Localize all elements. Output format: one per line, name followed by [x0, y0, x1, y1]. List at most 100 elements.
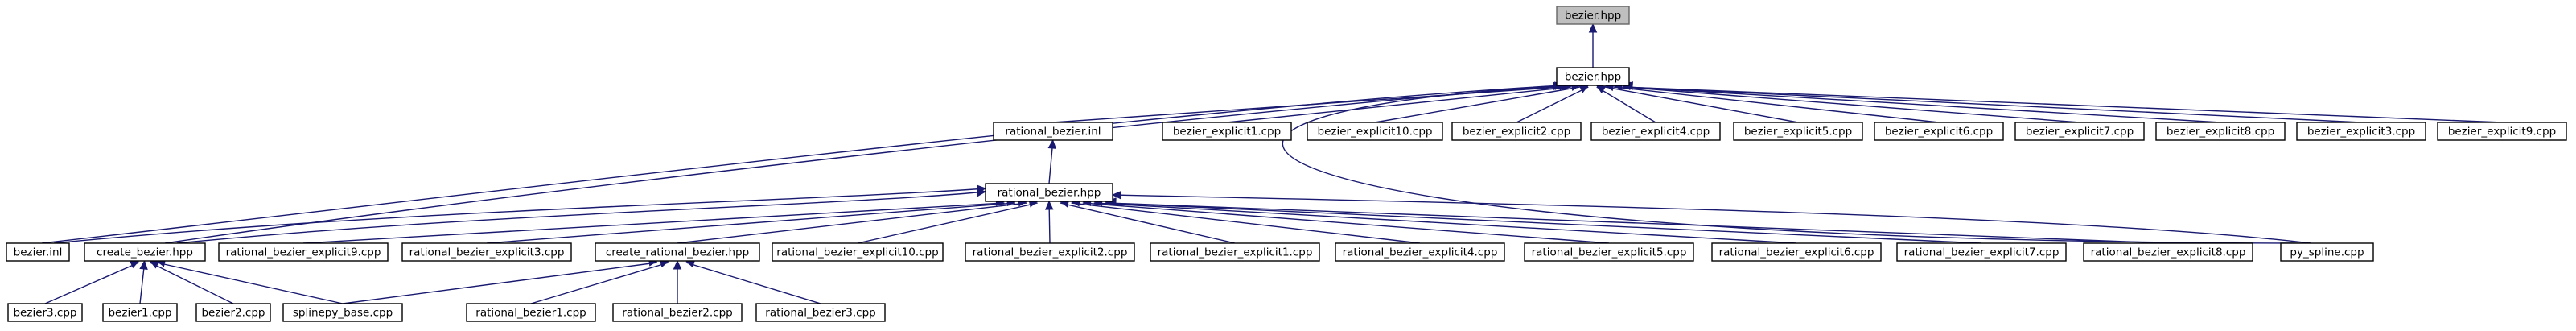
node-label: rational_bezier2.cpp: [622, 307, 732, 320]
node-label: bezier.hpp: [1565, 10, 1621, 23]
node-box: [2014, 122, 2145, 141]
arrow-head-icon: [129, 260, 140, 269]
arrow-head-icon: [1044, 200, 1054, 210]
node-label: bezier_explicit3.cpp: [2307, 126, 2415, 139]
node-label: rational_bezier_explicit9.cpp: [226, 246, 381, 259]
node-box: [2296, 122, 2426, 141]
dependency-edge: [857, 202, 1038, 244]
node-box: [1307, 122, 1443, 141]
file-node[interactable]: rational_bezier_explicit9.cpp: [218, 242, 389, 262]
file-node[interactable]: rational_bezier_explicit4.cpp: [1335, 242, 1505, 262]
node-label: splinepy_base.cpp: [293, 307, 393, 320]
dependency-edge: [176, 191, 986, 244]
node-box: [218, 242, 389, 262]
file-node[interactable]: bezier_explicit2.cpp: [1451, 122, 1582, 141]
node-box: [2155, 122, 2286, 141]
node-box: [6, 242, 70, 262]
node-label: bezier2.cpp: [201, 307, 265, 320]
dependency-edge: [486, 202, 1016, 244]
node-box: [1711, 242, 1882, 262]
file-node[interactable]: bezier.hpp: [1556, 67, 1630, 86]
node-label: rational_bezier_explicit2.cpp: [973, 246, 1128, 259]
node-box: [2437, 122, 2567, 141]
file-node[interactable]: rational_bezier2.cpp: [612, 303, 743, 322]
dependency-edge: [1516, 86, 1589, 123]
arrow-head-icon: [673, 259, 682, 270]
file-node[interactable]: bezier_explicit6.cpp: [1874, 122, 2004, 141]
dependency-edge: [1596, 86, 1656, 123]
node-box: [1556, 67, 1630, 86]
node-box: [1524, 242, 1694, 262]
dependency-edge: [342, 262, 658, 304]
node-label: bezier_explicit1.cpp: [1173, 126, 1281, 139]
node-box: [1335, 242, 1505, 262]
node-box: [1556, 6, 1630, 25]
file-node[interactable]: bezier_explicit9.cpp: [2437, 122, 2567, 141]
file-node[interactable]: py_spline.cpp: [2280, 242, 2374, 262]
dependency-edge: [685, 262, 821, 304]
file-node[interactable]: bezier3.cpp: [7, 303, 83, 322]
file-node[interactable]: rational_bezier_explicit3.cpp: [401, 242, 572, 262]
node-label: bezier_explicit9.cpp: [2448, 126, 2556, 139]
node-label: py_spline.cpp: [2290, 246, 2364, 259]
file-node[interactable]: bezier_explicit5.cpp: [1733, 122, 1863, 141]
file-node[interactable]: rational_bezier_explicit10.cpp: [772, 242, 944, 262]
node-box: [1451, 122, 1582, 141]
file-node[interactable]: bezier_explicit1.cpp: [1162, 122, 1292, 141]
node-label: bezier_explicit10.cpp: [1318, 126, 1433, 139]
dependency-edge: [1623, 86, 2503, 123]
node-box: [985, 183, 1113, 202]
file-node[interactable]: rational_bezier_explicit8.cpp: [2083, 242, 2253, 262]
dependency-edge: [677, 202, 1027, 244]
node-label: bezier.inl: [14, 246, 63, 259]
file-node[interactable]: bezier_explicit3.cpp: [2296, 122, 2426, 141]
dependency-edge: [44, 262, 139, 304]
file-node[interactable]: splinepy_base.cpp: [282, 303, 403, 322]
file-node[interactable]: rational_bezier.inl: [993, 122, 1113, 141]
node-label: rational_bezier_explicit8.cpp: [2091, 246, 2246, 259]
node-box: [755, 303, 886, 322]
node-box: [282, 303, 403, 322]
arrow-head-icon: [1595, 85, 1607, 94]
file-node[interactable]: rational_bezier_explicit5.cpp: [1524, 242, 1694, 262]
node-label: create_rational_bezier.hpp: [606, 246, 749, 259]
file-node[interactable]: rational_bezier_explicit1.cpp: [1150, 242, 1320, 262]
file-node[interactable]: bezier.inl: [6, 242, 70, 262]
dependency-edge: [1613, 86, 1940, 123]
node-box: [1150, 242, 1320, 262]
file-node[interactable]: rational_bezier_explicit2.cpp: [965, 242, 1135, 262]
file-node[interactable]: rational_bezier.hpp: [985, 183, 1113, 202]
file-node[interactable]: rational_bezier_explicit6.cpp: [1711, 242, 1882, 262]
file-node[interactable]: bezier_explicit4.cpp: [1590, 122, 1721, 141]
dependency-edge: [139, 262, 146, 304]
node-box: [2280, 242, 2374, 262]
dependency-edge: [164, 85, 1569, 244]
file-node[interactable]: bezier_explicit10.cpp: [1307, 122, 1443, 141]
node-box: [1162, 122, 1292, 141]
dependency-edge: [1622, 86, 2080, 123]
dependency-edge: [1623, 86, 2221, 123]
node-label: rational_bezier.inl: [1005, 126, 1101, 139]
node-label: rational_bezier_explicit5.cpp: [1532, 246, 1687, 259]
dependency-edge: [1112, 194, 2311, 244]
file-node[interactable]: bezier2.cpp: [195, 303, 271, 322]
file-node[interactable]: bezier1.cpp: [102, 303, 178, 322]
node-box: [2083, 242, 2253, 262]
node-box: [1874, 122, 2004, 141]
file-node[interactable]: create_bezier.hpp: [84, 242, 206, 262]
file-node[interactable]: bezier_explicit8.cpp: [2155, 122, 2286, 141]
file-node[interactable]: rational_bezier3.cpp: [755, 303, 886, 322]
dependency-edge: [1605, 86, 1799, 123]
node-label: rational_bezier_explicit4.cpp: [1343, 246, 1498, 259]
file-node[interactable]: create_rational_bezier.hpp: [595, 242, 760, 262]
edges-layer: [41, 23, 2503, 304]
node-box: [7, 303, 83, 322]
dependency-edge: [150, 262, 234, 304]
file-node[interactable]: rational_bezier1.cpp: [466, 303, 596, 322]
node-label: rational_bezier_explicit1.cpp: [1158, 246, 1313, 259]
file-node[interactable]: bezier_explicit7.cpp: [2014, 122, 2145, 141]
file-node[interactable]: rational_bezier_explicit7.cpp: [1896, 242, 2067, 262]
node-label: rational_bezier1.cpp: [475, 307, 586, 320]
node-label: rational_bezier_explicit7.cpp: [1904, 246, 2060, 259]
